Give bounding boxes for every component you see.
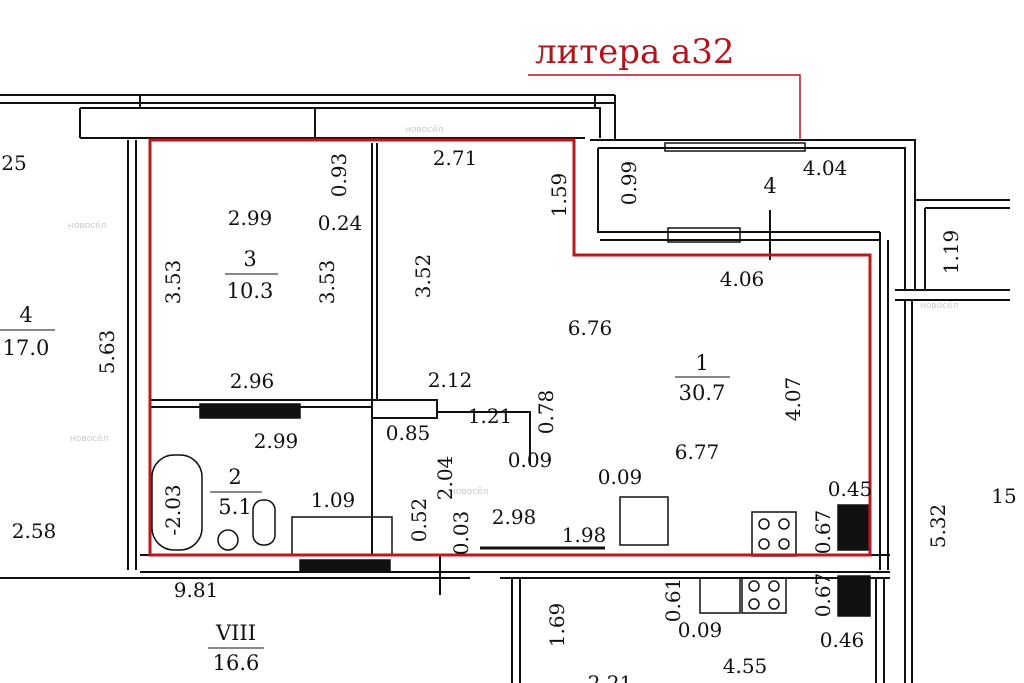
svg-text:новосёл: новосёл [450,487,488,497]
svg-text:-2.03: -2.03 [161,484,185,535]
svg-text:4.06: 4.06 [720,267,765,291]
vertical-dimension-labels: 0.93 1.59 0.99 3.53 3.53 3.52 1.19 5.63 … [95,153,963,648]
svg-text:2.99: 2.99 [228,206,273,230]
title-leader [528,74,801,140]
svg-text:0.99: 0.99 [617,161,641,206]
bath-cabinet [291,516,393,556]
svg-text:1.09: 1.09 [311,488,356,512]
svg-text:2.71: 2.71 [433,146,478,170]
svg-text:0.03: 0.03 [449,511,473,556]
svg-text:0.85: 0.85 [386,421,431,445]
svg-text:0.09: 0.09 [598,465,643,489]
svg-text:1.19: 1.19 [939,230,963,275]
room-area: 16.6 [213,651,260,675]
svg-text:25: 25 [1,151,26,175]
svg-text:1.69: 1.69 [545,603,569,648]
svg-text:0.09: 0.09 [678,618,723,642]
hob-lower-icon [741,577,787,614]
toilet-icon [252,499,276,546]
room-area: 17.0 [3,336,50,360]
svg-text:0.61: 0.61 [661,578,685,623]
sink-icon [217,529,239,551]
svg-text:0.46: 0.46 [820,628,865,652]
svg-text:5.32: 5.32 [926,504,950,549]
svg-text:15: 15 [991,484,1016,508]
svg-text:2.99: 2.99 [254,429,299,453]
dimension-labels: 25 2.99 2.71 4.04 0.24 4.06 6.76 2.96 2.… [1,146,1016,683]
svg-text:0.24: 0.24 [318,211,363,235]
sink-lower-icon [699,577,741,614]
room-labels: 1 30.7 2 5.1 3 10.3 4 4 17.0 VIII 16.6 [0,174,777,675]
apartment-outline [148,138,872,557]
svg-text:6.77: 6.77 [675,440,720,464]
room-area: 10.3 [227,279,274,303]
svg-text:1.21: 1.21 [468,404,513,428]
svg-text:3.53: 3.53 [161,260,185,305]
radiator-lower-icon [837,575,871,617]
svg-text:6.76: 6.76 [568,316,613,340]
svg-text:новосёл: новосёл [68,221,106,231]
svg-text:2.12: 2.12 [428,368,473,392]
svg-text:4.07: 4.07 [781,377,805,422]
room-number: VIII [215,621,256,645]
svg-text:1.59: 1.59 [547,173,571,218]
bathtub-icon [151,454,203,551]
room-number: 3 [243,247,256,271]
svg-text:3.53: 3.53 [315,260,339,305]
svg-text:5.63: 5.63 [95,330,119,375]
hob-icon [751,511,797,557]
windows [299,142,806,573]
svg-text:0.93: 0.93 [327,153,351,198]
svg-text:новосёл: новосёл [70,434,108,444]
svg-text:1.98: 1.98 [562,523,607,547]
radiator-right-icon [837,504,871,551]
svg-text:0.67: 0.67 [811,573,835,618]
svg-text:0.09: 0.09 [508,448,553,472]
svg-text:2.96: 2.96 [230,369,275,393]
svg-text:2.21: 2.21 [588,671,633,683]
svg-text:2.04: 2.04 [433,456,457,501]
svg-text:2.98: 2.98 [492,505,537,529]
svg-text:2.58: 2.58 [12,519,57,543]
svg-text:0.45: 0.45 [828,477,873,501]
svg-text:0.78: 0.78 [534,390,558,435]
svg-text:4.04: 4.04 [803,156,848,180]
svg-text:9.81: 9.81 [174,578,219,602]
radiator-icon [199,403,301,419]
fixtures [151,403,871,617]
svg-text:0.52: 0.52 [407,498,431,543]
room-area: 5.1 [218,495,251,519]
room-number: 1 [695,351,708,375]
watermarks: новосёл новосёл новосёл новосёл новосёл [68,125,958,497]
svg-text:новосёл: новосёл [920,301,958,311]
room-number: 2 [228,465,241,489]
room-area: 30.7 [679,381,726,405]
room-number: 4 [19,303,32,327]
room-number: 4 [763,174,776,198]
svg-text:новосёл: новосёл [405,125,443,135]
svg-text:3.52: 3.52 [411,254,435,299]
svg-text:4.55: 4.55 [723,654,768,678]
plan-title: литера а32 [535,32,735,72]
svg-text:0.67: 0.67 [811,510,835,555]
stove-icon [619,496,669,546]
